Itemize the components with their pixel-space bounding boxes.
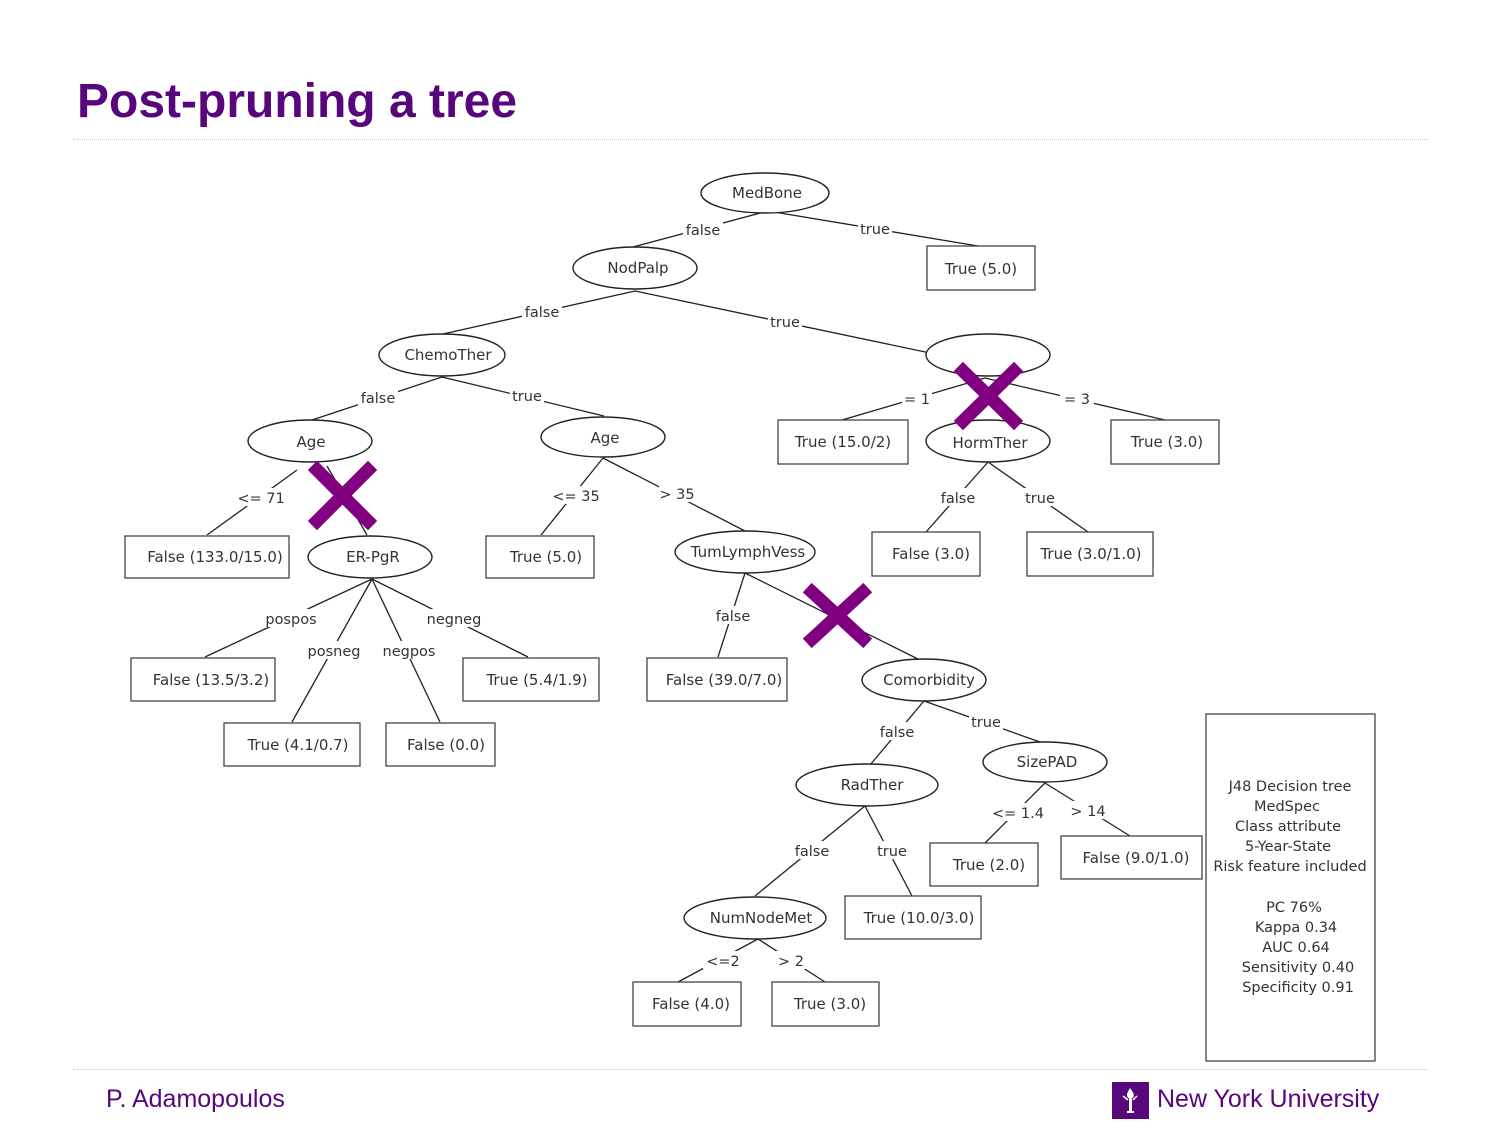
edge-label-er-negneg: negneg (427, 612, 482, 628)
info-line: Class attribute (1235, 819, 1341, 835)
node-radther: RadTher (841, 776, 905, 794)
edge-label-chemo-true: true (512, 389, 542, 405)
leaf-true-5-4: True (5.4/1.9) (485, 671, 587, 689)
info-line: Specificity 0.91 (1242, 980, 1354, 996)
edge-label-ageright-gt35: > 35 (659, 487, 694, 503)
edge-label-nodpalp-false: false (525, 305, 560, 321)
info-line: Sensitivity 0.40 (1242, 960, 1354, 976)
leaf-true-2-0: True (2.0) (952, 856, 1025, 874)
info-line: MedSpec (1254, 799, 1320, 815)
node-nodpalp: NodPalp (607, 259, 668, 277)
node-er-pgr: ER-PgR (346, 548, 400, 566)
footer-divider (73, 1069, 1427, 1070)
title-divider (73, 139, 1427, 140)
leaf-true-15-0: True (15.0/2) (794, 433, 891, 451)
leaf-false-13-5: False (13.5/3.2) (153, 671, 269, 689)
leaf-false-133: False (133.0/15.0) (147, 548, 283, 566)
leaf-false-9-0: False (9.0/1.0) (1083, 849, 1190, 867)
edge-label-com-false: false (880, 725, 915, 741)
edge-label-er-posneg: posneg (308, 644, 361, 660)
leaf-true-5-0: True (5.0) (944, 260, 1017, 278)
info-line: AUC 0.64 (1262, 940, 1330, 956)
leaf-true-5-0-age: True (5.0) (509, 548, 582, 566)
node-numnodemet: NumNodeMet (710, 909, 813, 927)
prune-x-icon (307, 460, 378, 531)
leaf-true-3-0-1-0: True (3.0/1.0) (1039, 545, 1141, 563)
leaf-true-3-0-grade: True (3.0) (1130, 433, 1203, 451)
edge-label-size-gt14: > 14 (1070, 804, 1105, 820)
institution-name: New York University (1157, 1085, 1380, 1113)
edge-label-grade-eq3: = 3 (1064, 392, 1090, 408)
leaf-false-39: False (39.0/7.0) (666, 671, 782, 689)
edge-label-size-le14: <= 1.4 (992, 806, 1044, 822)
edge-label-horm-false: false (941, 491, 976, 507)
leaf-true-3-0-num: True (3.0) (793, 995, 866, 1013)
node-sizepad: SizePAD (1017, 753, 1078, 771)
info-line: 5-Year-State (1245, 839, 1331, 855)
node-comorbidity: Comorbidity (883, 671, 975, 689)
leaf-true-10-0: True (10.0/3.0) (863, 909, 975, 927)
node-tumlymphvess: TumLymphVess (690, 543, 806, 561)
info-line: Risk feature included (1213, 859, 1366, 875)
node-medbone: MedBone (732, 184, 802, 202)
leaf-false-3-0: False (3.0) (892, 545, 970, 563)
leaf-false-0-0: False (0.0) (407, 736, 485, 754)
edge-label-grade-eq1: = 1 (904, 392, 930, 408)
edge-label-num-le2: <=2 (706, 954, 740, 970)
edge-label-chemo-false: false (361, 391, 396, 407)
edge-label-er-negpos: negpos (383, 644, 436, 660)
edge-label-horm-true: true (1025, 491, 1055, 507)
edge-label-ageright-le35: <= 35 (552, 489, 599, 505)
leaf-false-4-0: False (4.0) (652, 995, 730, 1013)
prune-x-icon (953, 361, 1024, 431)
edge-label-er-pospos: pospos (265, 612, 316, 628)
nyu-torch-logo (1112, 1082, 1149, 1119)
node-chemother: ChemoTher (404, 346, 492, 364)
node-hormther: HormTher (952, 434, 1028, 452)
edge-label-num-gt2: > 2 (778, 954, 804, 970)
edge-label-com-true: true (971, 715, 1001, 731)
leaf-true-4-1: True (4.1/0.7) (246, 736, 348, 754)
node-age-right: Age (590, 429, 619, 447)
edge-label-medbone-true: true (860, 222, 890, 238)
edge-label-medbone-false: false (686, 223, 721, 239)
edge-label-rad-false: false (795, 844, 830, 860)
author-name: P. Adamopoulos (106, 1085, 285, 1113)
info-line: J48 Decision tree (1228, 779, 1352, 795)
edge-label-nodpalp-true: true (770, 315, 800, 331)
edge-label-tum-false: false (716, 609, 751, 625)
info-box: J48 Decision tree MedSpec Class attribut… (1213, 779, 1366, 996)
edge-label-ageleft-le71: <= 71 (237, 491, 284, 507)
info-line: Kappa 0.34 (1255, 920, 1337, 936)
edge-label-rad-true: true (877, 844, 907, 860)
node-age-left: Age (296, 433, 325, 451)
prune-x-icon (802, 582, 873, 649)
slide-title: Post-pruning a tree (77, 75, 518, 128)
info-line: PC 76% (1266, 900, 1322, 916)
